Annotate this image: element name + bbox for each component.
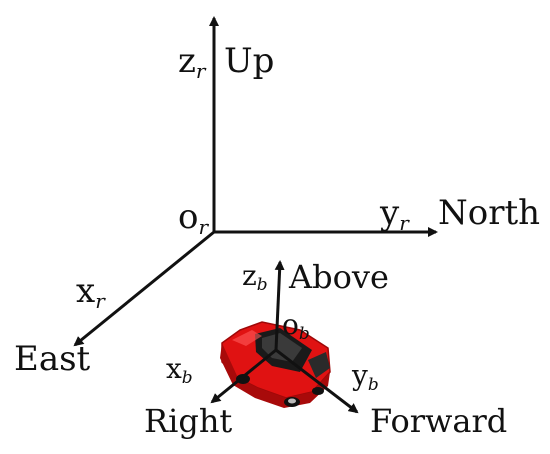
body-z-symbol: zb: [242, 259, 268, 295]
reference-x-axis: [73, 230, 215, 347]
body-x-label: Right: [144, 402, 232, 440]
reference-y-label: North: [438, 193, 540, 233]
reference-x-label: East: [14, 339, 91, 379]
car-icon: [220, 321, 331, 408]
body-y-axis: [275, 348, 359, 414]
body-x-symbol: xb: [166, 352, 193, 388]
body-y-symbol: yb: [351, 359, 379, 395]
body-x-axis: [210, 348, 277, 404]
reference-x-symbol: xr: [76, 271, 106, 313]
reference-z-label: Up: [224, 41, 274, 81]
body-origin-symbol: ob: [282, 308, 310, 344]
body-z-axis: [274, 260, 285, 351]
reference-y-symbol: yr: [379, 193, 410, 235]
body-z-label: Above: [288, 258, 389, 296]
reference-origin-symbol: or: [178, 197, 209, 239]
reference-z-symbol: zr: [178, 41, 207, 83]
body-y-label: Forward: [370, 402, 507, 440]
reference-frame: zr Up or yr North xr East: [14, 16, 540, 379]
body-frame: zb Above ob xb Right yb Forward: [144, 258, 507, 440]
